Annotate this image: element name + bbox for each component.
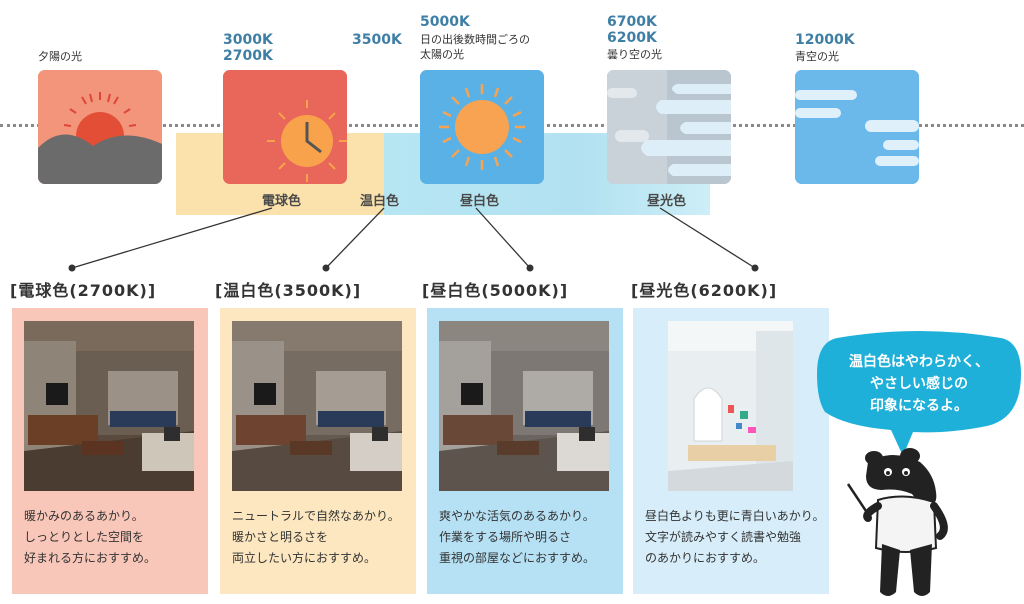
kelvin-label-6700: 6700K bbox=[607, 14, 657, 30]
card-description-warm-white: ニュートラルで自然なあかり。 暖かさと明るさを 両立したい方におすすめ。 bbox=[232, 506, 412, 569]
band-label-incandescent: 電球色 bbox=[262, 194, 302, 209]
card-description-neutral-white: 爽やかな活気のあるあかり。 作業をする場所や明るさ 重視の部屋などにおすすめ。 bbox=[439, 506, 619, 569]
cloudy-sky-caption: 曇り空の光 bbox=[607, 48, 662, 61]
card-description-incandescent: 暖かみのあるあかり。 しっとりとした空間を 好まれる方におすすめ。 bbox=[24, 506, 204, 569]
description-line: 両立したい方におすすめ。 bbox=[232, 551, 377, 565]
speech-bubble bbox=[817, 331, 1021, 456]
band-label-daylight: 昼光色 bbox=[647, 194, 687, 209]
description-line: のあかりにおすすめ。 bbox=[645, 551, 766, 565]
description-line: ニュートラルで自然なあかり。 bbox=[232, 509, 400, 523]
sunset-caption: 夕陽の光 bbox=[38, 50, 82, 63]
bubble-line: やさしい感じの bbox=[870, 376, 968, 392]
category-title-neutral-white: [昼白色(5000K)] bbox=[422, 281, 569, 300]
description-line: 文字が読みやすく読書や勉強 bbox=[645, 530, 802, 544]
living-room-photo-incandescent bbox=[24, 321, 194, 491]
bubble-line: 印象になるよ。 bbox=[870, 398, 968, 414]
morning-sun-caption-line1: 日の出後数時間ごろの bbox=[420, 33, 530, 46]
kelvin-label-2700: 2700K bbox=[223, 48, 273, 64]
category-title-warm-white: [温白色(3500K)] bbox=[215, 281, 362, 300]
sunset-icon bbox=[38, 70, 162, 184]
description-line: 重視の部屋などにおすすめ。 bbox=[439, 551, 596, 565]
card-daylight: 昼白色よりも更に青白いあかり。 文字が読みやすく読書や勉強 のあかりにおすすめ。 bbox=[633, 308, 829, 594]
description-line: 作業をする場所や明るさ bbox=[439, 530, 572, 544]
living-room-photo-neutral-white bbox=[439, 321, 609, 491]
card-neutral-white: 爽やかな活気のあるあかり。 作業をする場所や明るさ 重視の部屋などにおすすめ。 bbox=[427, 308, 623, 594]
blue-sky-icon bbox=[795, 70, 919, 184]
kelvin-label-3000: 3000K bbox=[223, 32, 273, 48]
bubble-line: 温白色はやわらかく、 bbox=[849, 354, 989, 370]
card-description-daylight: 昼白色よりも更に青白いあかり。 文字が読みやすく読書や勉強 のあかりにおすすめ。 bbox=[645, 506, 825, 569]
category-title-daylight: [昼光色(6200K)] bbox=[631, 281, 778, 300]
study-room-photo-daylight bbox=[668, 321, 793, 491]
kelvin-label-3500: 3500K bbox=[352, 32, 402, 48]
morning-sun-caption-line2: 太陽の光 bbox=[420, 48, 464, 61]
kelvin-label-6200: 6200K bbox=[607, 30, 657, 46]
kelvin-label-5000: 5000K bbox=[420, 14, 470, 30]
description-line: 昼白色よりも更に青白いあかり。 bbox=[645, 509, 825, 523]
description-line: 爽やかな活気のあるあかり。 bbox=[439, 509, 595, 523]
band-label-warm-white: 温白色 bbox=[360, 194, 400, 209]
description-line: 暖かみのあるあかり。 bbox=[24, 509, 144, 523]
speech-bubble-text: 温白色はやわらかく、 やさしい感じの 印象になるよ。 bbox=[830, 351, 1008, 417]
kelvin-label-12000: 12000K bbox=[795, 32, 855, 48]
living-room-photo-warm-white bbox=[232, 321, 402, 491]
card-warm-white: ニュートラルで自然なあかり。 暖かさと明るさを 両立したい方におすすめ。 bbox=[220, 308, 416, 594]
tapir-mascot bbox=[846, 448, 948, 596]
description-line: 好まれる方におすすめ。 bbox=[24, 551, 157, 565]
blue-sky-caption: 青空の光 bbox=[795, 50, 839, 63]
light-bulb-clock-icon bbox=[223, 70, 347, 184]
cloudy-sky-icon bbox=[607, 70, 731, 184]
sun-icon bbox=[420, 70, 544, 184]
band-label-neutral-white: 昼白色 bbox=[460, 194, 500, 209]
description-line: 暖かさと明るさを bbox=[232, 530, 329, 544]
description-line: しっとりとした空間を bbox=[24, 530, 145, 544]
category-title-incandescent: [電球色(2700K)] bbox=[10, 281, 157, 300]
card-incandescent: 暖かみのあるあかり。 しっとりとした空間を 好まれる方におすすめ。 bbox=[12, 308, 208, 594]
